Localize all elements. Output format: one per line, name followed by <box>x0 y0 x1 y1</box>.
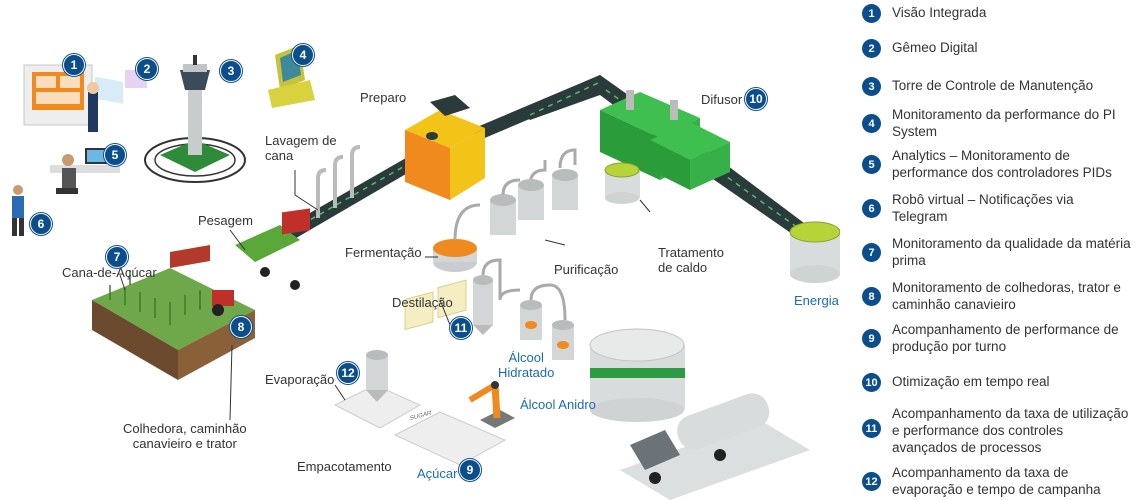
badge-3: 3 <box>220 60 242 82</box>
legend-text: Robô virtual – Notificações via Telegram <box>892 192 1074 224</box>
label-pesagem: Pesagem <box>198 213 253 228</box>
legend-text: Torre de Controle de Manutenção <box>892 78 1094 93</box>
legend-number: 1 <box>862 4 881 23</box>
badge-12: 12 <box>337 362 359 384</box>
badge-11: 11 <box>450 317 472 339</box>
legend: 1 Visão Integrada 2 Gêmeo Digital 3 Torr… <box>862 0 1137 500</box>
preparo-machine <box>405 95 485 200</box>
telegram-person <box>12 185 24 236</box>
robot-arm <box>468 381 515 428</box>
badge-7: 7 <box>106 246 128 268</box>
legend-item-7: 7 Monitoramento da qualidade da matéria … <box>862 235 1132 269</box>
tanker-truck <box>620 393 810 500</box>
legend-text: Gêmeo Digital <box>892 40 978 55</box>
cane-truck <box>235 208 310 290</box>
legend-number: 12 <box>862 472 881 491</box>
legend-item-10: 10 Otimização em tempo real <box>862 373 1132 392</box>
legend-number: 10 <box>862 373 881 392</box>
legend-item-12: 12 Acompanhamento da taxa de evaporação … <box>862 464 1132 498</box>
process-diagram: SUGAR Lavagem de cana Preparo Difusor Pe… <box>12 44 840 500</box>
difusor-machine <box>600 90 730 190</box>
label-energia: Energia <box>794 293 839 308</box>
alcohol-storage-tank <box>589 328 685 422</box>
legend-number: 6 <box>862 199 881 218</box>
washing-station <box>316 145 361 218</box>
legend-item-2: 2 Gêmeo Digital <box>862 39 1132 58</box>
purification-tanks <box>490 148 578 246</box>
badge-5: 5 <box>104 144 126 166</box>
label-cana: Cana-de-Açúcar <box>62 265 157 280</box>
label-alcool-anidro: Álcool Anidro <box>520 397 596 412</box>
label-evaporacao: Evaporação <box>265 372 335 387</box>
caldo-treatment <box>604 162 640 204</box>
label-destilacao: Destilação <box>392 295 453 310</box>
plant-illustration: SUGAR <box>12 45 840 500</box>
distillation-columns <box>473 258 574 360</box>
energy-tank <box>789 221 840 283</box>
integrated-view-panel <box>23 64 147 132</box>
badge-1: 1 <box>63 54 85 76</box>
legend-item-6: 6 Robô virtual – Notificações via Telegr… <box>862 191 1132 225</box>
badge-10: 10 <box>745 88 767 110</box>
legend-text: Otimização em tempo real <box>892 374 1050 389</box>
badge-4: 4 <box>292 44 314 66</box>
label-empacotamento: Empacotamento <box>297 459 392 474</box>
label-acucar: Açúcar <box>417 466 458 481</box>
legend-text: Visão Integrada <box>892 5 987 20</box>
legend-text: Monitoramento da performance do PI Syste… <box>892 107 1116 139</box>
label-fermentacao: Fermentação <box>345 245 422 260</box>
evaporation-unit <box>333 350 422 429</box>
legend-number: 9 <box>862 329 881 348</box>
legend-number: 4 <box>862 114 881 133</box>
legend-item-1: 1 Visão Integrada <box>862 4 1132 23</box>
label-alcool-hidratado: Álcool Hidratado <box>498 350 555 380</box>
label-purificacao: Purificação <box>554 262 619 277</box>
legend-item-3: 3 Torre de Controle de Manutenção <box>862 77 1132 96</box>
badge-8: 8 <box>230 316 252 338</box>
label-lavagem: Lavagem de cana <box>265 133 337 163</box>
badge-2: 2 <box>136 58 158 80</box>
legend-number: 7 <box>862 243 881 262</box>
legend-item-4: 4 Monitoramento da performance do PI Sys… <box>862 106 1132 140</box>
analytics-desk <box>50 148 120 194</box>
legend-number: 3 <box>862 77 881 96</box>
legend-number: 2 <box>862 39 881 58</box>
label-colhedora: Colhedora, caminhão canavieiro e trator <box>123 421 247 451</box>
legend-text: Acompanhamento da taxa de evaporação e t… <box>892 465 1101 497</box>
legend-number: 11 <box>862 419 881 438</box>
fermentation-tank <box>433 203 481 272</box>
legend-item-11: 11 Acompanhamento da taxa de utilização … <box>862 405 1132 456</box>
legend-number: 8 <box>862 287 881 306</box>
label-difusor: Difusor <box>701 92 743 107</box>
legend-number: 5 <box>862 155 881 174</box>
badge-6: 6 <box>30 213 52 235</box>
legend-item-8: 8 Monitoramento de colhedoras, trator e … <box>862 279 1132 313</box>
legend-text: Acompanhamento de performance de produçã… <box>892 322 1119 354</box>
badge-9: 9 <box>459 459 481 481</box>
legend-text: Acompanhamento da taxa de utilização e p… <box>892 406 1129 455</box>
legend-text: Analytics – Monitoramento de performance… <box>892 148 1112 180</box>
legend-item-5: 5 Analytics – Monitoramento de performan… <box>862 147 1132 181</box>
label-preparo: Preparo <box>360 90 407 105</box>
control-tower <box>144 55 246 183</box>
legend-text: Monitoramento da qualidade da matéria pr… <box>892 236 1131 268</box>
legend-item-9: 9 Acompanhamento de performance de produ… <box>862 321 1132 355</box>
legend-text: Monitoramento de colhedoras, trator e ca… <box>892 280 1121 312</box>
label-tratamento: Tratamento de caldo <box>658 245 724 275</box>
